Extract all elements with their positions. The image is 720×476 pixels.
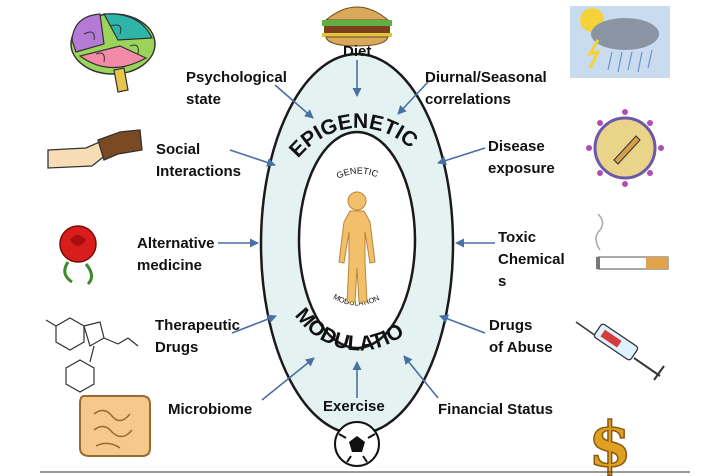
weather-icon (570, 6, 670, 78)
rose-icon (59, 225, 97, 286)
molecule-icon (45, 317, 139, 393)
svg-text:$: $ (588, 408, 631, 476)
label-financial-status: Financial Status (438, 401, 554, 418)
arrow-diurnal (397, 81, 429, 115)
label-exercise: Exercise (323, 398, 385, 415)
arrow-financial (403, 355, 439, 399)
soccer-ball-icon (334, 421, 380, 467)
arrow-therapeutic (231, 314, 277, 334)
intestine-icon (79, 395, 151, 457)
label-diet: Diet (343, 43, 372, 60)
label-microbiome: Microbiome (168, 401, 253, 418)
brain-icon (70, 13, 156, 93)
cigarette-icon (595, 213, 669, 270)
virus-icon (586, 109, 664, 187)
arrow-disease (437, 147, 486, 165)
dollar-icon: $ (588, 407, 633, 476)
handshake-icon (47, 129, 143, 169)
arrow-microbiome (261, 357, 315, 401)
arrow-abuse (439, 314, 486, 334)
burger-icon (322, 6, 392, 47)
arrow-psychological (274, 84, 314, 119)
syringe-icon (575, 321, 665, 381)
arrows (218, 60, 495, 401)
arrow-social (229, 149, 276, 167)
human-figure-icon (338, 191, 376, 303)
